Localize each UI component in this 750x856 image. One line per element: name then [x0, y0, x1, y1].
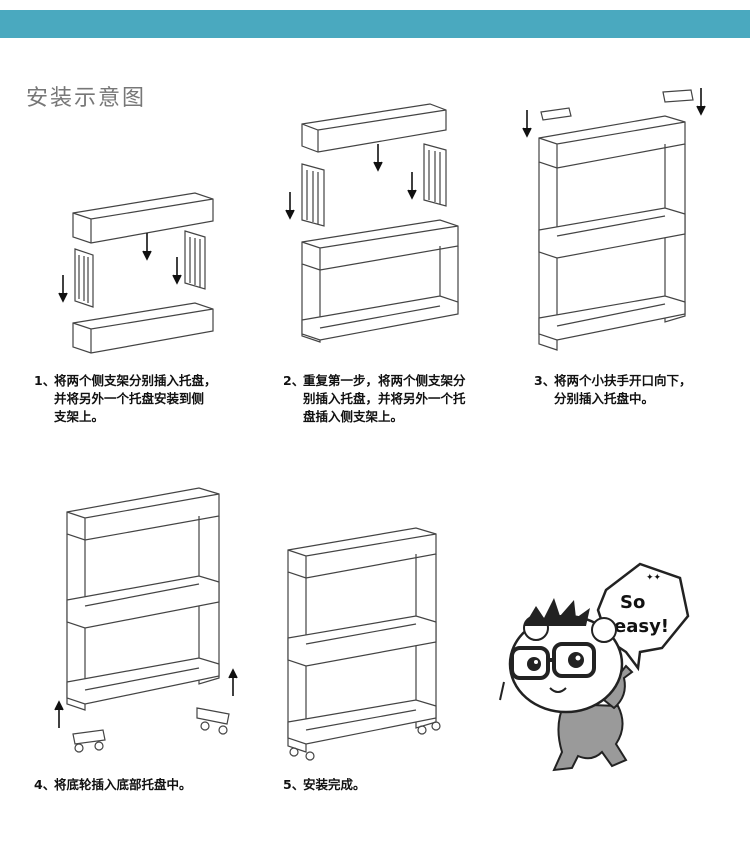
- caster-wheel-right: [196, 707, 230, 735]
- mascot-illustration: So easy! ✦✦: [494, 556, 704, 785]
- caption-line: 支架上。: [54, 409, 105, 424]
- caster-wheel: [289, 747, 299, 757]
- down-arrow-icon: [285, 192, 295, 220]
- caption-line: 安装完成。: [303, 777, 366, 792]
- step-5-caption: 5、安装完成。: [283, 776, 483, 794]
- bubble-text-line1: So: [620, 592, 645, 613]
- step-2-illustration: [280, 100, 470, 355]
- caption-line: 将底轮插入底部托盘中。: [54, 777, 192, 792]
- handle-left: [540, 107, 572, 121]
- down-arrow-icon: [373, 144, 383, 172]
- up-arrow-icon: [54, 700, 64, 728]
- caption-line: 盘插入侧支架上。: [303, 409, 404, 424]
- caster-wheel: [417, 725, 427, 735]
- step-number: 1、: [34, 373, 56, 388]
- step-number: 4、: [34, 777, 56, 792]
- side-bracket-left: [301, 163, 325, 227]
- handle-right: [662, 89, 694, 103]
- top-banner-bar: [0, 10, 750, 38]
- down-arrow-icon: [522, 110, 532, 138]
- side-bracket-left: [74, 248, 94, 308]
- step-3-illustration: [515, 82, 715, 357]
- side-bracket-right: [423, 143, 447, 207]
- step-4-illustration: [45, 482, 255, 767]
- caption-line: 别插入托盘，并将另外一个托: [303, 391, 466, 406]
- step-1-illustration: [55, 185, 230, 355]
- up-arrow-icon: [228, 668, 238, 696]
- glasses-icon: [510, 642, 596, 680]
- caption-line: 将两个侧支架分别插入托盘，: [54, 373, 217, 388]
- down-arrow-icon: [696, 88, 706, 116]
- sparkle-icon: ✦✦: [646, 573, 662, 583]
- step-1-caption: 1、将两个侧支架分别插入托盘， 并将另外一个托盘安装到侧 支架上。: [34, 372, 254, 426]
- caster-wheel: [305, 751, 315, 761]
- down-arrow-icon: [142, 233, 152, 261]
- page-title: 安装示意图: [26, 86, 147, 111]
- caption-line: 并将另外一个托盘安装到侧: [54, 391, 205, 406]
- step-5-illustration: [280, 524, 450, 764]
- caster-wheel-left: [72, 729, 106, 753]
- down-arrow-icon: [407, 172, 417, 200]
- caption-line: 分别插入托盘中。: [554, 391, 655, 406]
- step-number: 3、: [534, 373, 556, 388]
- bubble-text-line2: easy!: [614, 616, 669, 637]
- step-number: 5、: [283, 777, 305, 792]
- step-3-caption: 3、将两个小扶手开口向下， 分别插入托盘中。: [534, 372, 734, 408]
- caption-line: 重复第一步，将两个侧支架分: [303, 373, 466, 388]
- down-arrow-icon: [58, 275, 68, 303]
- step-number: 2、: [283, 373, 305, 388]
- caption-line: 将两个小扶手开口向下，: [554, 373, 692, 388]
- step-2-caption: 2、重复第一步，将两个侧支架分 别插入托盘，并将另外一个托 盘插入侧支架上。: [283, 372, 513, 426]
- caster-wheel: [431, 721, 441, 731]
- side-bracket-right: [184, 230, 206, 290]
- down-arrow-icon: [172, 257, 182, 285]
- step-4-caption: 4、将底轮插入底部托盘中。: [34, 776, 254, 794]
